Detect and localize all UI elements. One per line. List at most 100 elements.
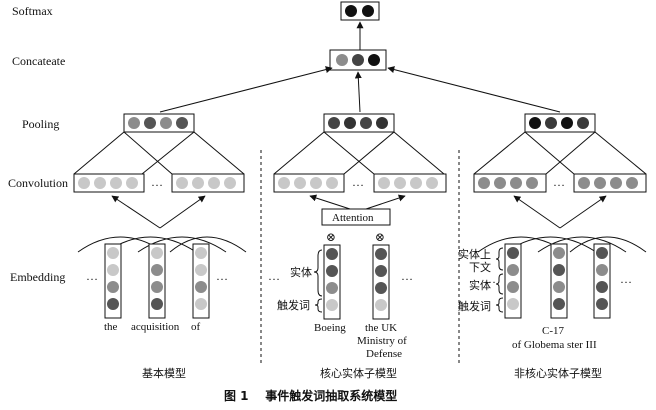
attention-box: [321, 208, 391, 226]
attention-label: Attention: [332, 212, 374, 224]
pool-conv-line: [473, 131, 526, 175]
layer-label-concat: Concateate: [12, 54, 65, 68]
concat-node: [336, 54, 348, 66]
word-globemaster: of Globema ster III: [512, 339, 597, 351]
panel-basic-model: … … … the acquisition of 基: [73, 113, 247, 380]
conv-node: [176, 177, 188, 189]
embedding-ellipsis: …: [86, 269, 98, 283]
pooling-box: [123, 113, 195, 133]
conv-node: [394, 177, 406, 189]
conv-box: [73, 173, 145, 193]
word-the-uk: the UK: [365, 322, 397, 334]
embedding-cell: [375, 282, 387, 294]
conv-node: [110, 177, 122, 189]
embedding-cell: [107, 281, 119, 293]
entity-brace: [495, 273, 504, 295]
entity-label: 实体: [469, 278, 491, 292]
context-label-line2: 下文: [469, 260, 491, 274]
pool-conv-line: [343, 131, 395, 175]
embedding-cell: [596, 264, 608, 276]
embedding-cell: [375, 248, 387, 260]
pooling-node: [160, 117, 172, 129]
pool-conv-line: [545, 131, 596, 175]
pooling-box: [323, 113, 395, 133]
embedding-cell: [151, 281, 163, 293]
pooling-node: [144, 117, 156, 129]
word-defense: Defense: [366, 348, 402, 360]
conv-node: [610, 177, 622, 189]
pool-conv-line: [594, 131, 647, 175]
embedding-cell: [195, 281, 207, 293]
concat-node: [368, 54, 380, 66]
conv-node: [192, 177, 204, 189]
arrow-emb-to-conv: [159, 195, 206, 229]
conv-node: [126, 177, 138, 189]
conv-node: [94, 177, 106, 189]
embedding-cell: [195, 264, 207, 276]
embedding-ellipsis: …: [268, 269, 280, 283]
conv-node: [294, 177, 306, 189]
conv-node: [510, 177, 522, 189]
embedding-cell: [507, 264, 519, 276]
conv-ellipsis: …: [352, 175, 364, 189]
pool-conv-line: [193, 131, 245, 175]
pooling-node: [176, 117, 188, 129]
layer-label-embedding: Embedding: [10, 270, 65, 284]
layer-label-convolution: Convolution: [8, 176, 68, 190]
arrow-attention-to-conv: [365, 194, 406, 210]
pooling-node: [529, 117, 541, 129]
pool-conv-line: [323, 131, 375, 175]
embedding-cell: [596, 298, 608, 310]
word-ministry-of: Ministry of: [357, 335, 407, 347]
embedding-ellipsis: …: [401, 269, 413, 283]
word-c17: C-17: [542, 325, 565, 337]
conv-node: [426, 177, 438, 189]
embedding-cell: [553, 264, 565, 276]
pool-conv-line: [141, 131, 195, 175]
word-boeing: Boeing: [314, 322, 346, 334]
entity-label: 实体: [290, 265, 312, 279]
conv-node: [478, 177, 490, 189]
conv-node: [494, 177, 506, 189]
arrow-emb-to-conv: [513, 195, 561, 229]
conv-node: [224, 177, 236, 189]
pool-conv-line: [123, 131, 173, 175]
pooling-node: [561, 117, 573, 129]
embedding-cell: [507, 281, 519, 293]
embedding-ellipsis: …: [216, 269, 228, 283]
entity-brace: [313, 249, 323, 297]
arrow-pool2-to-concat: [354, 71, 362, 113]
embedding-window-arc: [537, 236, 627, 253]
embedding-cell: [151, 298, 163, 310]
concat-node-group: [329, 49, 387, 71]
softmax-node-group: [340, 1, 380, 21]
word-the: the: [104, 321, 118, 333]
embedding-cell: [553, 298, 565, 310]
embedding-window-arc: [569, 236, 647, 253]
embedding-cell: [195, 298, 207, 310]
embedding-cell: [596, 247, 608, 259]
otimes-symbol: ⊗: [375, 230, 385, 244]
conv-node: [326, 177, 338, 189]
pooling-node: [577, 117, 589, 129]
conv-node: [626, 177, 638, 189]
trigger-label: 触发词: [277, 298, 310, 312]
conv-node: [578, 177, 590, 189]
pooling-node: [344, 117, 356, 129]
conv-ellipsis: …: [553, 175, 565, 189]
embedding-cell: [195, 247, 207, 259]
embedding-cell: [326, 265, 338, 277]
concat-node: [352, 54, 364, 66]
panel-caption: 非核心实体子模型: [514, 366, 602, 380]
conv-node: [410, 177, 422, 189]
conv-node: [526, 177, 538, 189]
embedding-cell: [107, 298, 119, 310]
embedding-cell: [151, 247, 163, 259]
pool-conv-line: [524, 131, 575, 175]
figure-caption: 图 1 事件触发词抽取系统模型: [224, 388, 397, 403]
pooling-node: [360, 117, 372, 129]
arrow-emb-to-conv: [559, 195, 607, 229]
pooling-node: [545, 117, 557, 129]
embedding-ellipsis: …: [484, 272, 496, 286]
